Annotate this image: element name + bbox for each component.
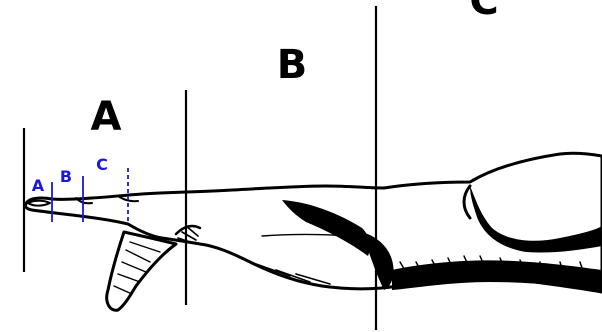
section-label-a: A (91, 94, 122, 140)
section-label-b: B (277, 42, 308, 88)
finger-label-a: A (32, 176, 45, 195)
fingernail (28, 201, 50, 206)
arm-illustration (25, 153, 602, 310)
section-label-c: C (469, 0, 498, 24)
finger-label-b: B (60, 167, 72, 186)
thumb (107, 232, 176, 310)
finger-label-c: C (96, 155, 108, 174)
